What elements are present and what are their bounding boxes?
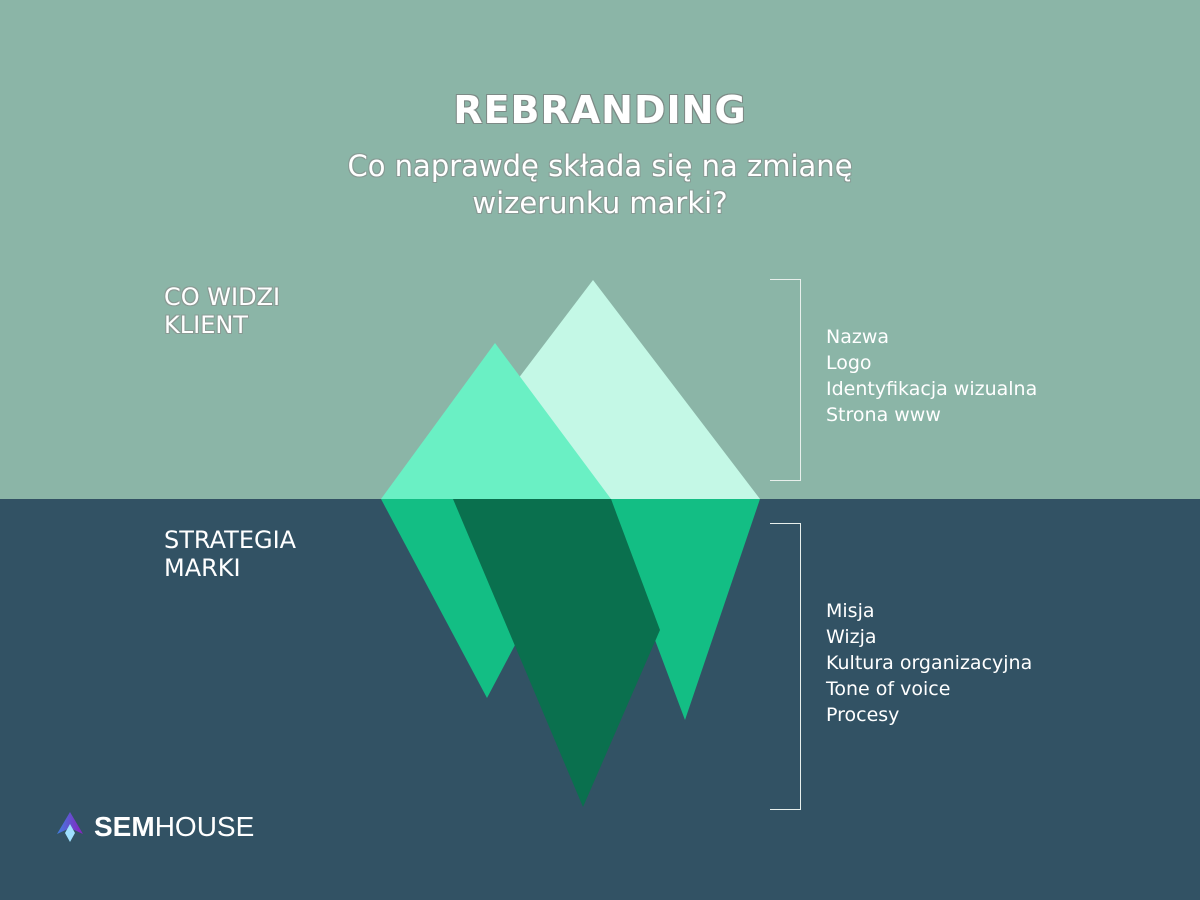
above-water-label: CO WIDZI KLIENT [164,283,280,339]
label-line: STRATEGIA [164,526,297,554]
list-item: Nazwa [826,326,890,348]
below-water-bracket [770,523,801,810]
brand-name-regular: HOUSE [154,811,255,842]
brand-name: SEMHOUSE [94,811,254,843]
list-item: Tone of voice [826,678,951,700]
label-line: CO WIDZI [164,283,281,311]
list-item: Misja [826,600,875,622]
below-water-list: Misja Wizja Kultura organizacyjna Tone o… [826,598,1032,728]
subtitle-line: Co naprawdę składa się na zmianę [347,149,853,183]
list-item: Identyfikacja wizualna [826,378,1038,400]
list-item: Strona www [826,404,941,426]
list-item: Wizja [826,626,877,648]
below-water-label: STRATEGIA MARKI [164,526,296,582]
page-subtitle: Co naprawdę składa się na zmianę wizerun… [0,148,1200,222]
above-water-list: Nazwa Logo Identyfikacja wizualna Strona… [826,324,1037,428]
brand-name-bold: SEM [94,811,155,842]
above-water-bracket [770,279,801,481]
label-line: KLIENT [164,311,248,339]
label-line: MARKI [164,554,241,582]
iceberg-under-left [381,499,515,698]
brand-logo: SEMHOUSE [56,810,254,844]
iceberg-under-center [453,499,660,807]
list-item: Logo [826,352,872,374]
list-item: Kultura organizacyjna [826,652,1033,674]
list-item: Procesy [826,704,900,726]
iceberg-under-right [611,499,760,720]
iceberg-peak-front [381,343,611,499]
subtitle-line: wizerunku marki? [472,186,728,220]
page-title: REBRANDING [453,88,747,132]
semhouse-logo-icon [57,812,83,842]
